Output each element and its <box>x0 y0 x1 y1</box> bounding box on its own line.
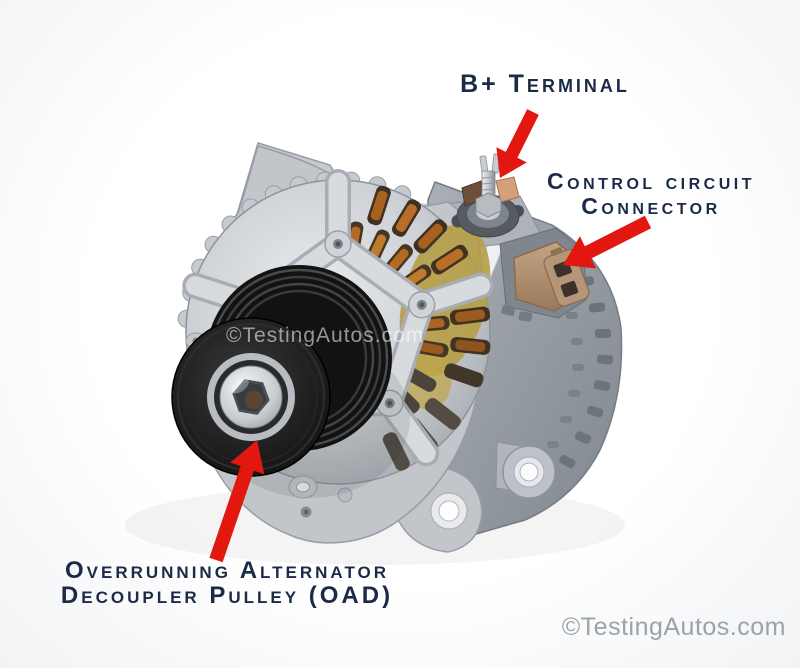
label-oad-pulley-line2: Decoupler Pulley (OAD) <box>60 582 394 609</box>
credit-watermark: ©TestingAutos.com <box>561 613 786 641</box>
control-circuit-connector <box>499 227 590 322</box>
label-control-connector-line1: Control circuit <box>547 168 755 194</box>
b-plus-terminal <box>451 153 524 238</box>
label-control-connector-line2: Connector <box>581 193 721 219</box>
label-oad-pulley-line1: Overrunning Alternator <box>64 557 390 584</box>
arrow-to-pulley <box>209 440 265 563</box>
annotation-arrows <box>209 109 652 563</box>
label-b-terminal: B+ Terminal <box>420 72 670 97</box>
label-b-terminal-text: B+ Terminal <box>460 70 630 98</box>
arrow-to-b-terminal <box>496 109 539 178</box>
photo-watermark: ©TestingAutos.com <box>226 324 425 347</box>
label-oad-pulley: Overrunning Alternator Decoupler Pulley … <box>12 558 442 608</box>
arrow-to-connector <box>563 215 652 269</box>
label-control-connector: Control circuit Connector <box>518 169 784 219</box>
